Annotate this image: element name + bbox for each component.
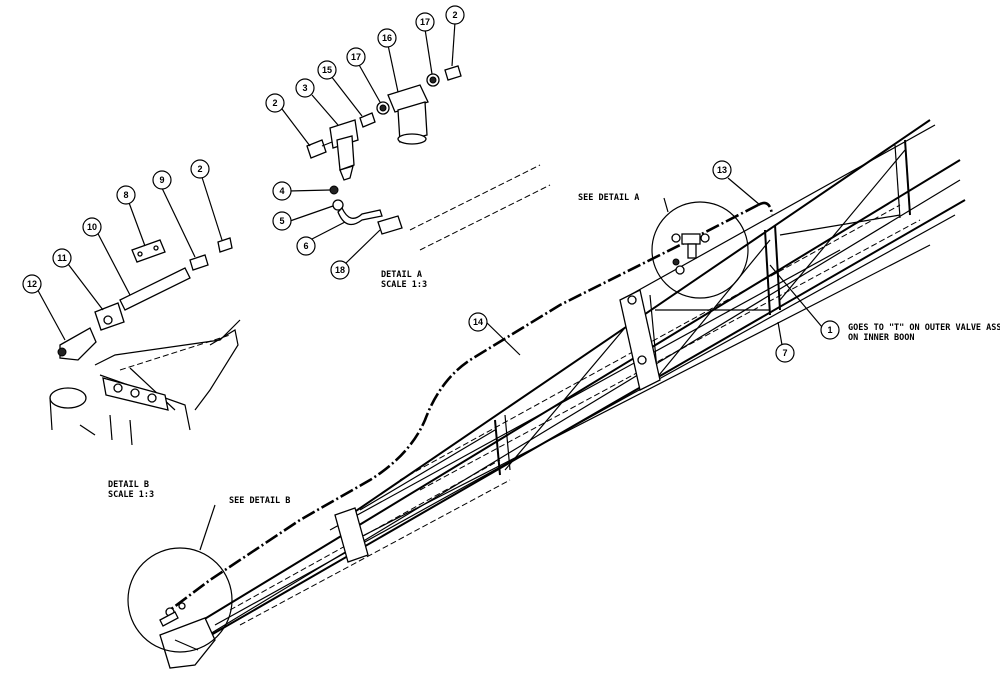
detail-b-parts bbox=[49, 237, 241, 446]
detail-b-callout-circle bbox=[127, 504, 233, 653]
svg-text:6: 6 bbox=[303, 241, 308, 251]
balloon-2-right: 2 bbox=[445, 5, 465, 25]
svg-text:8: 8 bbox=[123, 190, 128, 200]
svg-text:2: 2 bbox=[197, 164, 202, 174]
note-line-2: ON INNER BOON bbox=[848, 333, 915, 343]
svg-text:1: 1 bbox=[827, 325, 832, 335]
balloon-18: 18 bbox=[330, 260, 350, 280]
balloon-6: 6 bbox=[296, 236, 316, 256]
detail-b-scale: SCALE 1:3 bbox=[108, 490, 154, 500]
balloon-16: 16 bbox=[377, 28, 397, 48]
svg-text:14: 14 bbox=[473, 317, 483, 327]
detail-a-callout-circle bbox=[651, 197, 749, 299]
detail-a-scale: SCALE 1:3 bbox=[381, 280, 427, 290]
balloon-4: 4 bbox=[272, 181, 292, 201]
detail-b-title: DETAIL B bbox=[108, 480, 149, 490]
svg-text:16: 16 bbox=[382, 33, 392, 43]
balloon-8: 8 bbox=[116, 185, 136, 205]
balloon-12: 12 bbox=[22, 274, 42, 294]
balloon-3: 3 bbox=[295, 78, 315, 98]
svg-text:10: 10 bbox=[87, 222, 97, 232]
detail-a-parts bbox=[306, 65, 551, 251]
svg-text:5: 5 bbox=[279, 216, 284, 226]
balloon-13: 13 bbox=[712, 160, 732, 180]
svg-text:18: 18 bbox=[335, 265, 345, 275]
svg-text:17: 17 bbox=[420, 17, 430, 27]
balloon-7: 7 bbox=[775, 343, 795, 363]
boom-frame bbox=[159, 119, 966, 669]
svg-text:15: 15 bbox=[322, 65, 332, 75]
svg-text:11: 11 bbox=[57, 253, 67, 263]
labels: SEE DETAIL A SEE DETAIL B GOES TO "T" ON… bbox=[108, 193, 1000, 506]
see-detail-a-label: SEE DETAIL A bbox=[578, 193, 639, 203]
balloon-11: 11 bbox=[52, 248, 72, 268]
balloon-9: 9 bbox=[152, 170, 172, 190]
svg-text:13: 13 bbox=[717, 165, 727, 175]
detail-a-title: DETAIL A bbox=[381, 270, 422, 280]
balloon-2: 2 bbox=[265, 93, 285, 113]
svg-text:3: 3 bbox=[302, 83, 307, 93]
balloon-14: 14 bbox=[468, 312, 488, 332]
svg-text:17: 17 bbox=[351, 52, 361, 62]
svg-text:9: 9 bbox=[159, 175, 164, 185]
note-line-1: GOES TO "T" ON OUTER VALVE ASSY bbox=[848, 323, 1000, 333]
see-detail-b-label: SEE DETAIL B bbox=[229, 496, 290, 506]
balloon-17: 17 bbox=[346, 47, 366, 67]
balloon-15: 15 bbox=[317, 60, 337, 80]
balloon-2-detail-b: 2 bbox=[190, 159, 210, 179]
svg-text:4: 4 bbox=[279, 186, 284, 196]
balloon-5: 5 bbox=[272, 211, 292, 231]
svg-text:12: 12 bbox=[27, 279, 37, 289]
svg-text:7: 7 bbox=[782, 348, 787, 358]
balloons: 2 3 15 17 16 17 2 4 5 6 18 8 9 2 10 11 1… bbox=[22, 5, 840, 363]
svg-text:2: 2 bbox=[272, 98, 277, 108]
balloon-17-right: 17 bbox=[415, 12, 435, 32]
svg-text:2: 2 bbox=[452, 10, 457, 20]
balloon-10: 10 bbox=[82, 217, 102, 237]
hose-14 bbox=[169, 203, 759, 612]
balloon-1: 1 bbox=[820, 320, 840, 340]
